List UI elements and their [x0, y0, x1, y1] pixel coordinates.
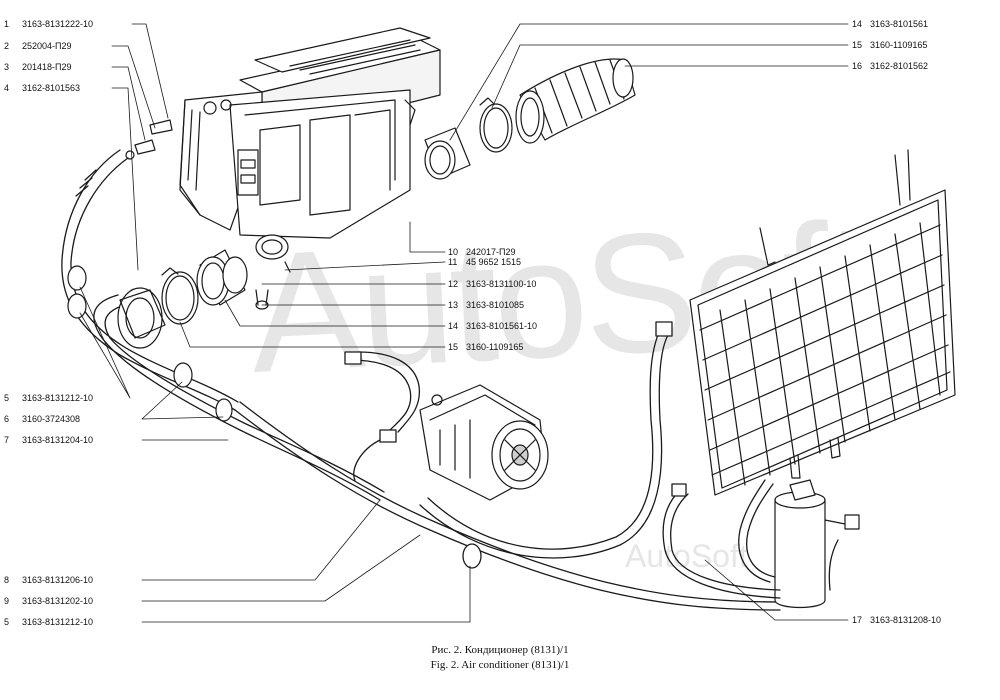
- hose-drier: [662, 479, 839, 599]
- evaporator-unit: [179, 27, 441, 273]
- duct-elbow: [196, 249, 248, 306]
- corrugated-duct: [515, 58, 636, 144]
- hose-left-lower: [93, 294, 385, 501]
- grommets-left: [67, 265, 233, 422]
- drain-tube: [255, 289, 269, 310]
- hose-clamp-lower: [161, 267, 199, 325]
- fittings-group: [125, 119, 173, 160]
- caption-ru: Рис. 2. Кондиционер (8131)/1: [431, 644, 569, 656]
- duct-connector: [424, 127, 471, 180]
- condenser: [689, 149, 956, 496]
- hose-lower-long: [234, 401, 781, 611]
- leader-lines: [79, 23, 849, 623]
- hose-compressor: [344, 351, 421, 481]
- hose-clamp-top: [479, 97, 513, 153]
- fan-motor-left: [117, 287, 166, 349]
- caption-en: Fig. 2. Air conditioner (8131)/1: [430, 659, 570, 671]
- receiver-drier: [774, 479, 860, 609]
- hose-to-condenser: [419, 321, 673, 559]
- compressor: [419, 384, 549, 501]
